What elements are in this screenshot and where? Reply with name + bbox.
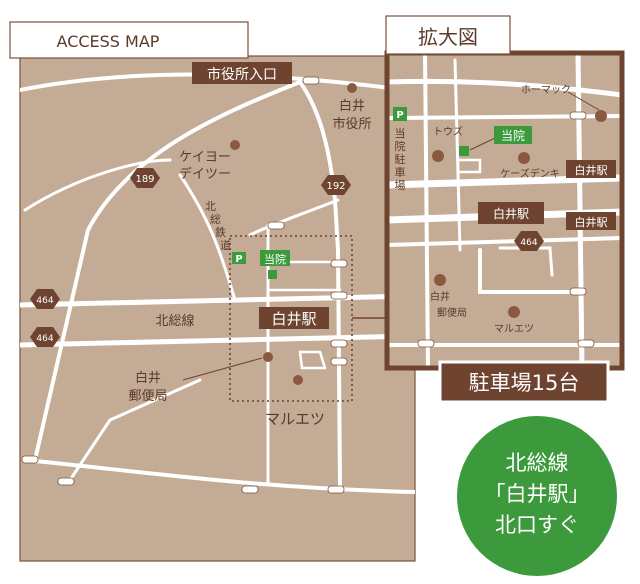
inset-clinic-badge	[494, 126, 532, 144]
main-clinic-badge	[260, 250, 290, 266]
inset-maruetsu-label: マルエツ	[494, 324, 534, 335]
city-hall-poi-dot	[347, 83, 357, 93]
post-office-leader-line	[182, 357, 263, 381]
main-station-label: 白井駅	[271, 310, 316, 328]
post-office-label-line2: 郵便局	[128, 389, 167, 404]
city-hall-label-line2: 市役所	[332, 116, 371, 132]
inset-title-tab: 拡大図	[385, 15, 511, 55]
inset-station-box-right-2	[566, 212, 616, 230]
svg-text:189: 189	[135, 174, 154, 185]
inset-clinic-marker	[459, 146, 469, 156]
main-parking-badge	[232, 252, 246, 264]
header-tab: ACCESS MAP	[9, 21, 249, 59]
svg-text:車: 車	[395, 165, 406, 179]
inset-station-box-center	[478, 202, 544, 224]
svg-text:駐: 駐	[395, 152, 406, 166]
post-office-label-line1: 白井	[135, 370, 161, 386]
main-map-background	[19, 55, 416, 562]
traffic-signal-markers	[21, 76, 348, 494]
svg-text:総: 総	[210, 212, 221, 226]
svg-text:当: 当	[395, 126, 406, 140]
svg-text:464: 464	[520, 238, 537, 248]
inset-post-office-label-line1: 白井	[430, 290, 450, 303]
rail-vertical-label: 北 総 鉄 道	[205, 200, 231, 252]
inset-parking-label: P	[396, 110, 403, 121]
parking-banner: 駐車場15台	[438, 360, 610, 404]
inset-station-label-right-1: 白井駅	[575, 163, 608, 177]
ks-denki-poi-dot	[518, 152, 530, 164]
inset-station-label-right-2: 白井駅	[575, 215, 608, 229]
svg-text:192: 192	[326, 181, 345, 192]
inset-station-box-right-1	[566, 160, 616, 178]
inset-route-464-shield: 464	[514, 231, 544, 251]
clinic-leader-line	[469, 137, 496, 151]
route-464-shield-b: 464	[30, 327, 60, 347]
tows-label: トウズ	[433, 125, 463, 138]
keiyo-poi-dot	[230, 140, 240, 150]
inset-station-label-center: 白井駅	[493, 206, 529, 221]
svg-text:場: 場	[395, 179, 406, 192]
tows-poi-dot	[432, 150, 444, 162]
maruetsu-poi-dot	[293, 375, 303, 385]
svg-text:464: 464	[36, 334, 53, 344]
city-hall-entrance-sign	[192, 62, 292, 84]
inset-post-office-dot	[434, 274, 446, 286]
main-clinic-label: 当院	[264, 252, 286, 266]
inset-map: P 当 院 駐 車 場 当院 ホーマック トウズ ケーズデンキ 白井 郵便局 マ…	[384, 50, 625, 371]
keiyo-label-line2: デイツー	[179, 166, 231, 182]
badge-line1: 北総線	[506, 451, 569, 475]
inset-post-office-label-line2: 郵便局	[437, 306, 467, 319]
city-hall-label-line1: 白井	[339, 98, 365, 114]
parking-banner-label: 駐車場15台	[469, 371, 580, 395]
keiyo-label-line1: ケイヨー	[179, 150, 231, 165]
inset-maruetsu-dot	[508, 306, 520, 318]
svg-text:道: 道	[220, 238, 231, 252]
station-exit-badge: 北総線 「白井駅」 北口すぐ	[457, 416, 617, 576]
zoom-area-frame	[229, 235, 353, 402]
route-189-shield: 189	[130, 168, 160, 188]
inset-clinic-label: 当院	[501, 129, 525, 143]
inset-signal-markers	[417, 111, 595, 348]
line-name-label: 北総線	[155, 313, 194, 329]
ks-denki-label: ケーズデンキ	[500, 167, 560, 180]
main-parking-label: P	[235, 254, 242, 265]
main-map: P 当院 市役所入口 白井 市役所 ケイヨー デイツー 北総線 白井 郵便局 マ…	[19, 55, 416, 562]
inset-parking-vertical-label: 当 院 駐 車 場	[395, 126, 406, 192]
header-title: ACCESS MAP	[57, 32, 160, 51]
svg-text:鉄: 鉄	[215, 225, 226, 239]
badge-line2: 「白井駅」	[485, 482, 590, 506]
homac-leader-line	[567, 91, 600, 111]
svg-text:北: 北	[205, 200, 216, 213]
homac-label: ホーマック	[521, 84, 571, 96]
main-clinic-marker	[268, 270, 277, 279]
city-hall-entrance-label: 市役所入口	[207, 66, 277, 83]
svg-text:院: 院	[395, 139, 406, 153]
svg-text:464: 464	[36, 296, 53, 306]
route-192-shield: 192	[321, 175, 351, 195]
homac-poi-dot	[595, 110, 607, 122]
post-office-poi-dot	[263, 352, 273, 362]
route-464-shield-a: 464	[30, 289, 60, 309]
main-station-box	[259, 307, 329, 329]
inset-title: 拡大図	[418, 25, 478, 49]
maruetsu-label: マルエツ	[265, 410, 325, 428]
inset-parking-badge	[393, 107, 407, 121]
badge-line3: 北口すぐ	[495, 513, 579, 537]
